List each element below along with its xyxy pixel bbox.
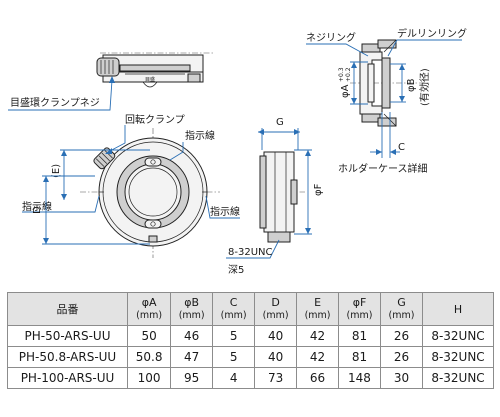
top-view: 目盛 目盛環クランプネジ: [8, 52, 215, 111]
technical-drawing: 目盛 目盛環クランプネジ: [8, 27, 467, 276]
cell-g: 26: [379, 325, 424, 347]
cell-g: 30: [379, 367, 424, 389]
cell-c: 4: [212, 367, 256, 389]
dim-a-label: φA: [340, 84, 351, 98]
cell-b: 46: [170, 325, 214, 347]
indicator-line-left-label: 指示線: [22, 200, 52, 213]
holder-case-detail-label: ホルダーケース詳細: [338, 162, 428, 175]
spec-table: 品番 φA(mm) φB(mm) C(mm) D(mm) E(mm) φF(mm…: [7, 292, 494, 389]
indicator-line-right-label: 指示線: [210, 205, 240, 218]
cell-b: 47: [170, 346, 214, 368]
header-g: G(mm): [379, 292, 424, 326]
cell-c: 5: [212, 346, 256, 368]
screw-ring-label: ネジリング: [306, 31, 356, 44]
cell-f: 148: [338, 367, 381, 389]
front-view: 回転クランプ 指示線 指示線 指示線 (E) D: [22, 114, 240, 258]
cell-f: 81: [338, 325, 381, 347]
dim-a-tol-upper: +0.3: [338, 67, 345, 82]
cell-d: 40: [254, 346, 298, 368]
table-row: PH-50-ARS-UU 50 46 5 40 42 81 26 8-32UNC: [7, 325, 494, 347]
header-a: φA(mm): [126, 292, 172, 326]
thread-spec-label: 8-32UNC: [228, 247, 272, 258]
cell-h: 8-32UNC: [422, 367, 494, 389]
header-f: φF(mm): [338, 292, 381, 326]
indicator-line-top-label: 指示線: [185, 129, 215, 142]
cell-a: 50: [126, 325, 172, 347]
table-header-row: 品番 φA(mm) φB(mm) C(mm) D(mm) E(mm) φF(mm…: [7, 292, 494, 326]
table-row: PH-100-ARS-UU 100 95 4 73 66 148 30 8-32…: [7, 367, 494, 389]
cell-h: 8-32UNC: [422, 325, 494, 347]
cell-e: 66: [296, 367, 340, 389]
dial-text: 目盛: [145, 76, 155, 83]
cell-g: 26: [379, 346, 424, 368]
cell-part-number: PH-100-ARS-UU: [7, 367, 128, 389]
cell-e: 42: [296, 325, 340, 347]
dim-a-tol-lower: +0.2: [345, 67, 352, 82]
header-c: C(mm): [212, 292, 256, 326]
cell-a: 50.8: [126, 346, 172, 368]
cell-e: 42: [296, 346, 340, 368]
cell-part-number: PH-50.8-ARS-UU: [7, 346, 128, 368]
dim-g-label: G: [276, 117, 284, 128]
cell-h: 8-32UNC: [422, 346, 494, 368]
header-part-number: 品番: [7, 292, 128, 326]
cell-part-number: PH-50-ARS-UU: [7, 325, 128, 347]
dim-c-label: C: [398, 142, 405, 153]
table-row: PH-50.8-ARS-UU 50.8 47 5 40 42 81 26 8-3…: [7, 346, 494, 368]
dim-b-note: (有効径): [418, 68, 431, 106]
cell-d: 73: [254, 367, 298, 389]
dim-d-label: D: [32, 206, 43, 214]
cell-f: 81: [338, 346, 381, 368]
header-d: D(mm): [254, 292, 298, 326]
cell-c: 5: [212, 325, 256, 347]
rotation-clamp-label: 回転クランプ: [125, 114, 185, 126]
dim-f-label: φF: [313, 183, 324, 196]
header-e: E(mm): [296, 292, 340, 326]
header-h: H: [422, 292, 494, 326]
cell-a: 100: [126, 367, 172, 389]
dim-e-label: (E): [51, 164, 62, 178]
side-view: G φF 8-32UNC 深5: [226, 117, 324, 276]
header-b: φB(mm): [170, 292, 214, 326]
delrin-ring-label: デルリンリング: [397, 27, 467, 40]
dim-b-label: φB: [406, 78, 417, 92]
scale-clamp-screw-label: 目盛環クランプネジ: [10, 96, 100, 109]
cell-d: 40: [254, 325, 298, 347]
cell-b: 95: [170, 367, 214, 389]
holder-case-detail: ネジリング デルリンリング φA +0.3 +0.2 φB (有効径) C ホル…: [306, 27, 467, 175]
depth-label: 深5: [228, 264, 244, 276]
